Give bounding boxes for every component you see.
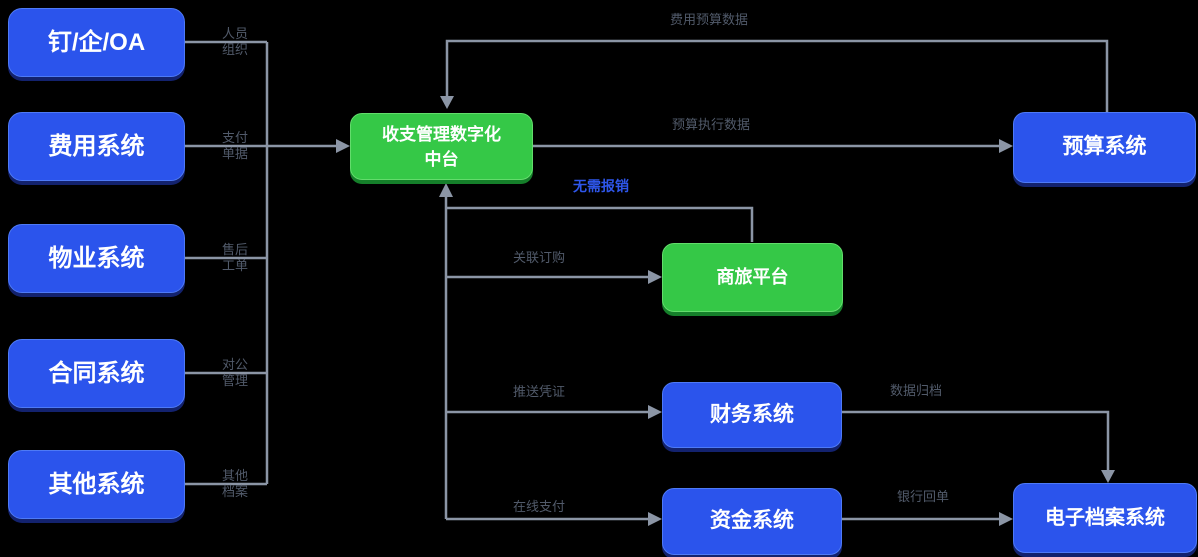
node-treasury-system: 资金系统 [662,488,842,555]
edge-label-payment-docs: 支付单据 [222,130,249,161]
node-label: 电子档案系统 [1045,506,1165,529]
node-label: 钉/企/OA [47,28,146,56]
edge-travel-to-center [446,206,754,242]
node-center-platform: 收支管理数字化 中台 [350,113,533,180]
arrowhead-budget-to-center [440,96,454,109]
edge-finance-to-earchive [842,410,1110,472]
node-budget-system: 预算系统 [1013,112,1196,183]
node-contract-system: 合同系统 [8,339,185,408]
edge-label-budget-execution-data: 预算执行数据 [672,117,751,132]
edge-label-no-reimbursement: 无需报销 [573,178,629,194]
edge-label-related-purchase: 关联订购 [513,250,566,265]
arrowhead-center-to-travel [648,270,662,284]
node-label: 预算系统 [1062,135,1147,159]
edge-label-online-payment: 在线支付 [513,499,566,514]
node-label: 财务系统 [710,402,794,426]
edge-label-aftersales-workorder: 售后工单 [222,242,249,273]
node-label: 合同系统 [48,359,145,387]
arrowhead-into-center [336,139,350,153]
edge-label-data-archive: 数据归档 [890,383,943,398]
edge-budget-to-center [445,39,1109,112]
arrowhead-center-to-finance [648,405,662,419]
node-label: 资金系统 [710,509,794,533]
node-earchive-system: 电子档案系统 [1013,483,1197,553]
node-expense-system: 费用系统 [8,112,185,181]
arrowhead-finance-to-earchive [1101,470,1115,483]
edge-label-personnel-org: 人员组织 [222,26,249,57]
node-dingtalk-oa: 钉/企/OA [8,8,185,77]
arrowhead-center-to-budget [999,139,1013,153]
node-finance-system: 财务系统 [662,382,842,448]
node-label: 其他系统 [48,470,145,498]
edge-label-corporate-mgmt: 对公管理 [222,357,249,388]
edge-label-expense-budget-data: 费用预算数据 [670,12,749,27]
node-label-line2: 中台 [424,149,459,169]
node-label-line1: 收支管理数字化 [382,124,501,144]
edge-label-push-voucher: 推送凭证 [513,384,566,399]
arrowhead-center-to-treasury [648,512,662,526]
arrowhead-treasury-to-earchive [999,512,1013,526]
arrowhead-travel-to-center [439,183,453,197]
node-property-system: 物业系统 [8,224,185,293]
node-label: 商旅平台 [716,267,789,288]
edge-label-bank-receipt: 银行回单 [897,489,950,504]
node-other-system: 其他系统 [8,450,185,519]
node-travel-platform: 商旅平台 [662,243,843,312]
edge-label-other-archives: 其他档案 [222,468,249,499]
node-label: 费用系统 [48,132,145,160]
node-label: 物业系统 [48,244,145,272]
